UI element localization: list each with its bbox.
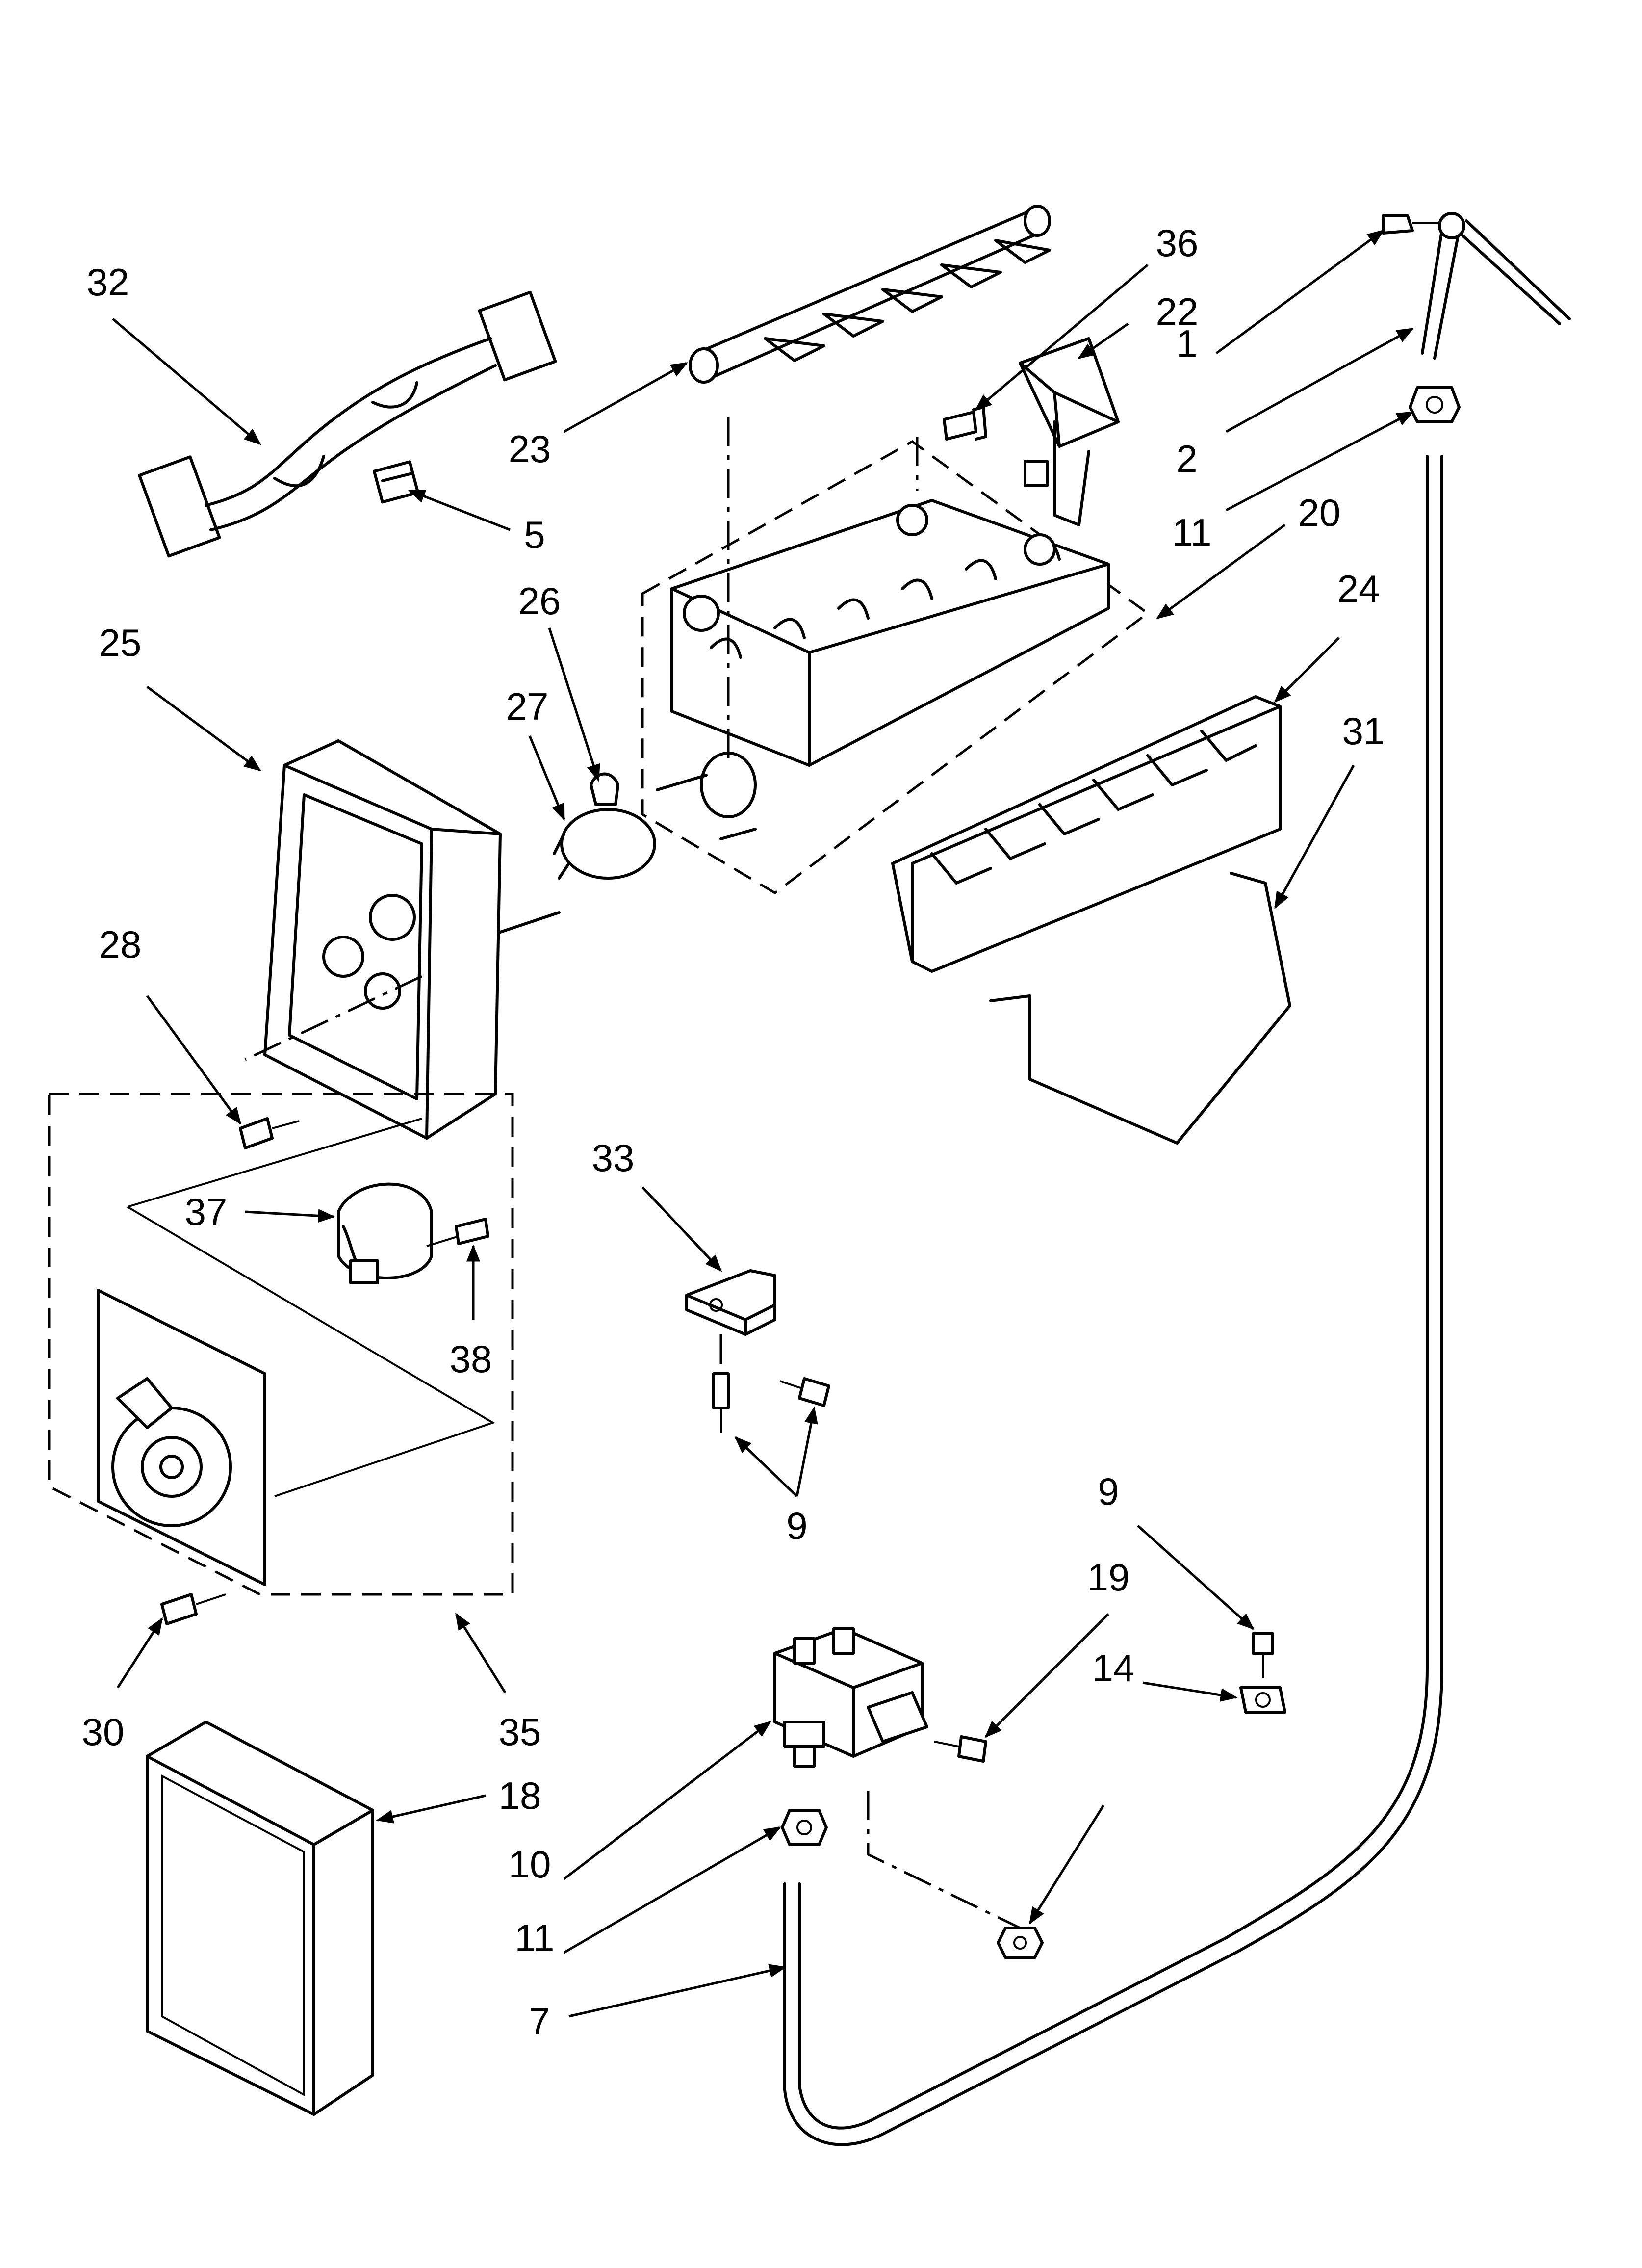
callout-37: 37 [185, 1190, 228, 1233]
callout-27: 27 [506, 685, 549, 728]
screw-36 [943, 406, 987, 441]
callout-14: 14 [1092, 1646, 1135, 1690]
callout-20: 20 [1298, 491, 1341, 534]
fill-tube-assembly [1382, 212, 1571, 360]
callout-7: 7 [529, 2000, 550, 2043]
callout-19: 19 [1087, 1556, 1130, 1599]
callout-24: 24 [1337, 567, 1380, 610]
alignment-lines [244, 417, 1021, 1929]
callout-26: 26 [518, 579, 561, 623]
callout-labels: 1 2 5 7 9 9 10 11 11 14 18 19 20 22 23 2… [82, 221, 1385, 2043]
control-housing [263, 739, 561, 1140]
screw-38 [426, 1218, 489, 1247]
callout-9-right: 9 [1098, 1470, 1119, 1513]
callout-32: 32 [87, 261, 129, 304]
screw-30 [160, 1593, 226, 1625]
screw-19 [934, 1735, 987, 1763]
callout-33: 33 [592, 1136, 635, 1179]
callout-38: 38 [450, 1337, 492, 1381]
callout-11-top: 11 [1172, 511, 1212, 554]
thermostat [553, 808, 656, 880]
screw-pair-9 [712, 1372, 830, 1433]
stripper [891, 695, 1282, 973]
callout-9-left: 9 [786, 1504, 807, 1547]
leader-lines [112, 229, 1414, 2018]
tube-clamp [1239, 1686, 1286, 1714]
callout-23: 23 [509, 427, 551, 470]
callout-1: 1 [1176, 322, 1197, 365]
nut-40 [997, 1927, 1044, 1959]
callout-35: 35 [499, 1710, 541, 1753]
callout-28: 28 [99, 923, 142, 966]
callout-5: 5 [524, 513, 545, 556]
nut-11-bottom [781, 1809, 828, 1846]
water-valve [773, 1627, 928, 1768]
motor [337, 1182, 433, 1284]
wire-harness [138, 290, 557, 558]
callout-30: 30 [82, 1710, 125, 1753]
callout-36: 36 [1156, 221, 1199, 264]
water-tube [783, 455, 1443, 2146]
callout-10: 10 [509, 1843, 551, 1886]
callout-31: 31 [1342, 709, 1385, 753]
clip-26 [590, 772, 619, 806]
drive-assembly [48, 1093, 514, 1596]
callout-22: 22 [1156, 290, 1199, 333]
harness-clip [372, 460, 420, 504]
screw-28 [239, 1117, 300, 1149]
screw-9-right [1252, 1632, 1274, 1678]
shutoff-arm [989, 872, 1291, 1145]
bracket-33 [685, 1269, 776, 1336]
callout-25: 25 [99, 621, 142, 664]
callout-11-bottom: 11 [515, 1916, 555, 1959]
callout-18: 18 [499, 1774, 541, 1817]
front-cover [146, 1721, 374, 2116]
ice-mold [641, 440, 1150, 895]
callout-2: 2 [1176, 437, 1197, 480]
fill-cup [1019, 337, 1120, 526]
nut-11-top [1409, 386, 1461, 423]
ejector-shaft [689, 205, 1051, 384]
